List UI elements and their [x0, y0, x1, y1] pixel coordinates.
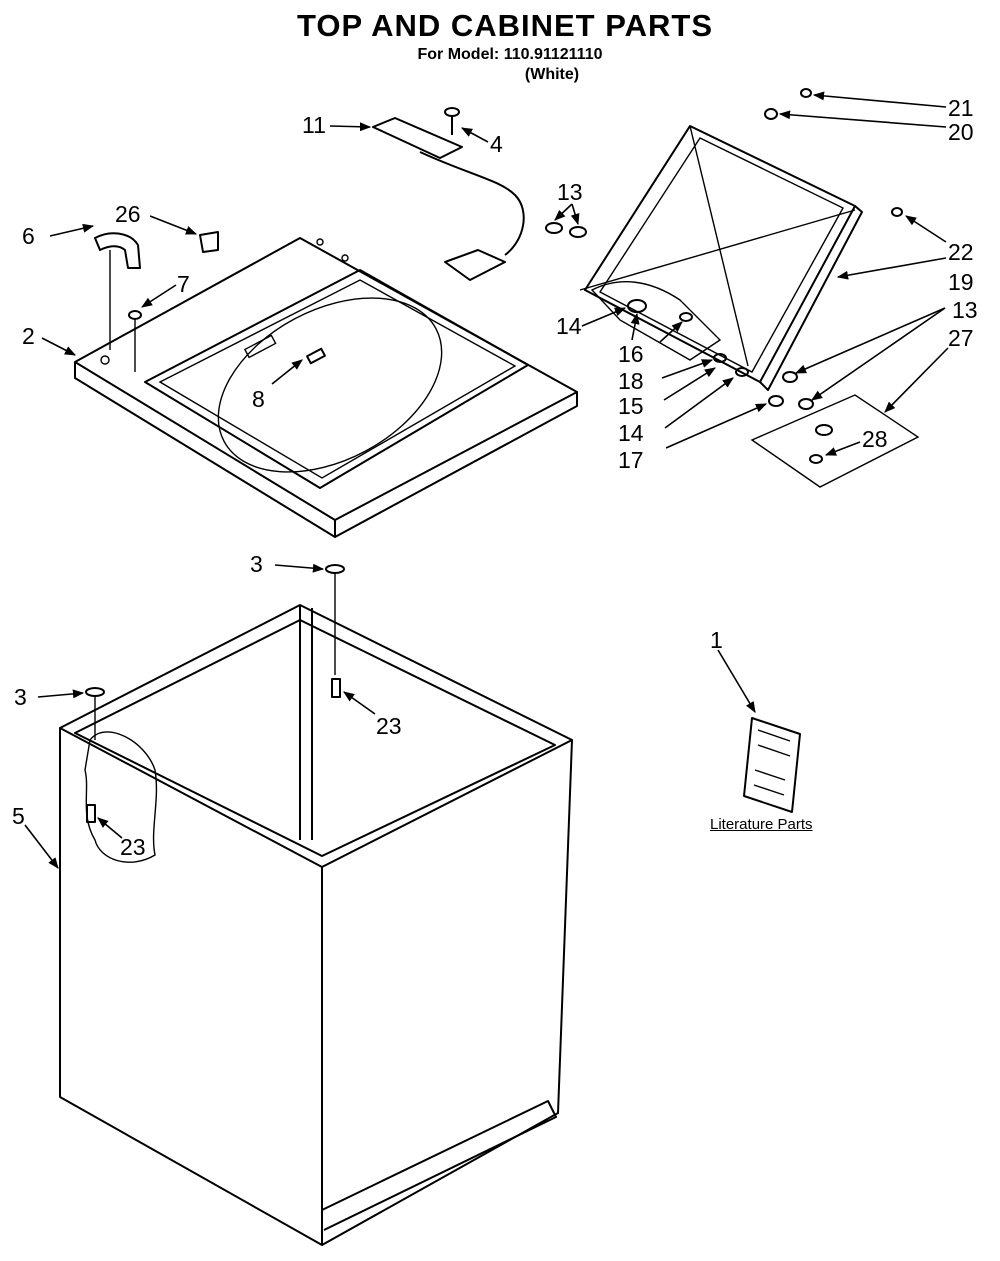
screw-23-upper — [331, 678, 341, 698]
callout-6: 6 — [22, 223, 35, 249]
callout-2: 2 — [22, 323, 35, 349]
callout-18: 18 — [618, 368, 644, 394]
callout-4: 4 — [490, 131, 503, 157]
literature-booklet — [743, 717, 801, 813]
literature-parts-label: Literature Parts — [710, 816, 813, 833]
part-26 — [199, 231, 219, 253]
callout-11: 11 — [302, 112, 326, 138]
callout-8: 8 — [252, 386, 265, 412]
callout-3-upper: 3 — [250, 551, 263, 577]
leader-lines — [24, 91, 949, 869]
callout-16: 16 — [618, 341, 644, 367]
screw-3-upper — [325, 564, 345, 675]
callout-28: 28 — [862, 426, 888, 452]
screw-23-lower — [86, 804, 96, 823]
lid-switch-harness — [372, 117, 525, 281]
cabinet — [59, 604, 573, 1246]
hinge-kit-27 — [750, 394, 920, 488]
callout-23-lower: 23 — [120, 834, 146, 860]
part-8 — [306, 347, 326, 365]
screw-4 — [444, 107, 460, 135]
callout-5: 5 — [12, 803, 25, 829]
washer-lid — [579, 125, 863, 391]
callout-7: 7 — [177, 271, 190, 297]
callout-19: 19 — [948, 269, 974, 295]
screw-3-lower — [85, 687, 105, 740]
callout-22: 22 — [948, 239, 974, 265]
callout-14-upper: 14 — [556, 313, 582, 339]
callout-labels: 11 4 26 6 7 2 8 13 21 20 22 19 13 27 14 … — [12, 95, 978, 860]
callout-26: 26 — [115, 201, 141, 227]
page-title: TOP AND CABINET PARTS — [297, 8, 713, 43]
callout-17: 17 — [618, 447, 644, 473]
callout-15: 15 — [618, 393, 644, 419]
hinge-hardware — [545, 88, 903, 464]
callout-14-lower: 14 — [618, 420, 644, 446]
fastener-7 — [128, 310, 142, 372]
cabinet-top — [74, 237, 578, 538]
callout-21: 21 — [948, 95, 974, 121]
callout-1: 1 — [710, 627, 723, 653]
callout-23-upper: 23 — [376, 713, 402, 739]
callout-27: 27 — [948, 325, 974, 351]
callout-20: 20 — [948, 119, 974, 145]
color-line: (White) — [524, 66, 580, 83]
model-line: For Model: 110.91121110 — [417, 46, 603, 63]
callout-13-upper: 13 — [557, 179, 583, 205]
callout-13-right: 13 — [952, 297, 978, 323]
hinge-clip-6 — [94, 232, 141, 350]
callout-3-lower: 3 — [14, 684, 27, 710]
